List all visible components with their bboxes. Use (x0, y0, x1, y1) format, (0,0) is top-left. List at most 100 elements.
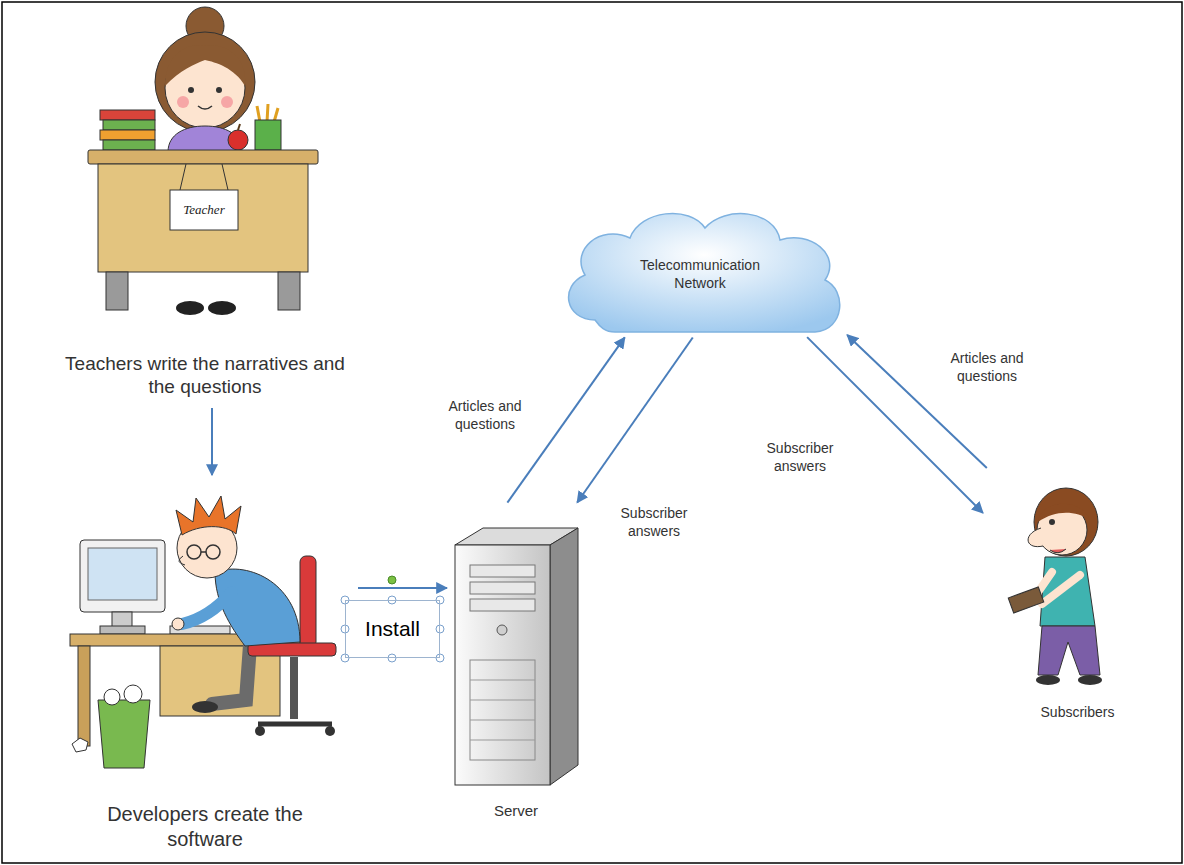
subscriber-figure (1034, 488, 1098, 556)
teacher-figure (98, 164, 308, 272)
teacher-figure (238, 124, 240, 130)
node-caption: Server (456, 802, 576, 821)
teacher-figure (165, 45, 245, 86)
developer-figure (98, 700, 150, 768)
subscriber-figure (1040, 557, 1095, 626)
teacher-figure (88, 7, 318, 315)
server-tower (470, 660, 535, 760)
server-tower (470, 599, 535, 611)
edge-label-anchor: Articles and questions (942, 350, 1032, 385)
developer-figure (104, 689, 120, 705)
node-caption: Subscribers (993, 704, 1163, 722)
teacher-figure (155, 32, 255, 132)
teacher-figure (170, 190, 238, 230)
developer-figure (172, 618, 184, 630)
teacher-figure (103, 140, 155, 150)
developer-figure (80, 540, 165, 612)
developer-figure (100, 626, 145, 634)
install-selection-frame (436, 654, 444, 662)
subscriber-figure (1078, 675, 1102, 685)
flow-arrow (211, 408, 213, 475)
label-anchor: Teacher (170, 190, 238, 230)
developer-figure (325, 726, 335, 736)
developer-figure (212, 645, 250, 704)
developer-figure (72, 738, 88, 752)
subscriber-figure (1050, 549, 1066, 553)
developer-figure (215, 569, 300, 646)
teacher-figure (180, 164, 228, 190)
edge-label-anchor: Subscriber answers (610, 505, 698, 540)
teacher-figure (198, 106, 212, 109)
developer-node: Developers create the software (55, 478, 355, 858)
developer-figure (201, 551, 206, 553)
edge-label-anchor: Subscriber answers (756, 440, 844, 475)
developer-figure (88, 548, 157, 600)
developer-figure (179, 556, 185, 565)
edge-label: Articles and questions (942, 350, 1032, 385)
server-tower (455, 545, 550, 785)
edge-label: Subscriber answers (610, 505, 698, 540)
teacher-figure (177, 96, 189, 108)
teacher-figure (278, 272, 300, 310)
teacher-figure (228, 130, 248, 150)
developer-figure (182, 592, 232, 624)
teacher-figure (221, 96, 233, 108)
teacher-figure (100, 110, 155, 120)
edge-label: Subscriber answers (756, 440, 844, 475)
edge-label-anchor: Articles and questions (440, 398, 530, 433)
flow-arrow (507, 337, 624, 502)
server-tower (497, 625, 507, 635)
network-label: Telecommunication Network (620, 257, 780, 292)
developer-figure (70, 496, 336, 768)
node-caption: Developers create the software (85, 802, 325, 852)
server-tower (550, 528, 578, 785)
subscriber-figure (1008, 587, 1044, 613)
teacher-figure (88, 150, 318, 164)
teacher-figure (100, 130, 155, 140)
server-tower (470, 565, 535, 577)
subscriber-figure (1036, 675, 1060, 685)
teacher-figure (216, 87, 222, 93)
subscriber-figure (1049, 519, 1055, 525)
edge-label: Install (365, 616, 420, 642)
server-tower (455, 528, 578, 785)
desk-sign-text: Teacher (183, 202, 224, 218)
developer-figure (255, 726, 265, 736)
teacher-figure (255, 120, 281, 150)
node-caption: Teachers write the narratives and the qu… (60, 352, 350, 400)
subscriber-figure (1008, 488, 1102, 685)
install-selection-frame (388, 654, 396, 662)
edge-label-anchor: Install (345, 600, 440, 658)
developer-figure (192, 701, 218, 713)
developer-figure (300, 556, 316, 648)
developer-figure (78, 646, 90, 746)
subscriber-figure (1038, 626, 1100, 675)
developer-figure (187, 545, 201, 559)
flow-arrow (358, 587, 447, 589)
teacher-figure (257, 104, 278, 122)
flow-arrow (577, 337, 693, 502)
server-tower (470, 680, 535, 740)
teacher-figure (188, 87, 194, 93)
install-selection-frame (436, 625, 444, 633)
subscriber-node: Subscribers (985, 470, 1170, 725)
developer-figure (206, 545, 220, 559)
edge-label: Articles and questions (440, 398, 530, 433)
server-tower (470, 582, 535, 594)
teacher-figure (176, 301, 204, 315)
developer-figure (124, 685, 142, 703)
cloud-outline (569, 213, 840, 332)
server-node: Server (450, 505, 582, 825)
network-cloud: Telecommunication Network (555, 200, 845, 335)
teacher-figure (103, 120, 155, 130)
subscriber-figure (1038, 504, 1090, 522)
install-selection-frame (388, 576, 396, 584)
developer-figure (176, 496, 241, 535)
subscriber-figure (1042, 575, 1080, 604)
subscriber-figure (1028, 528, 1043, 547)
